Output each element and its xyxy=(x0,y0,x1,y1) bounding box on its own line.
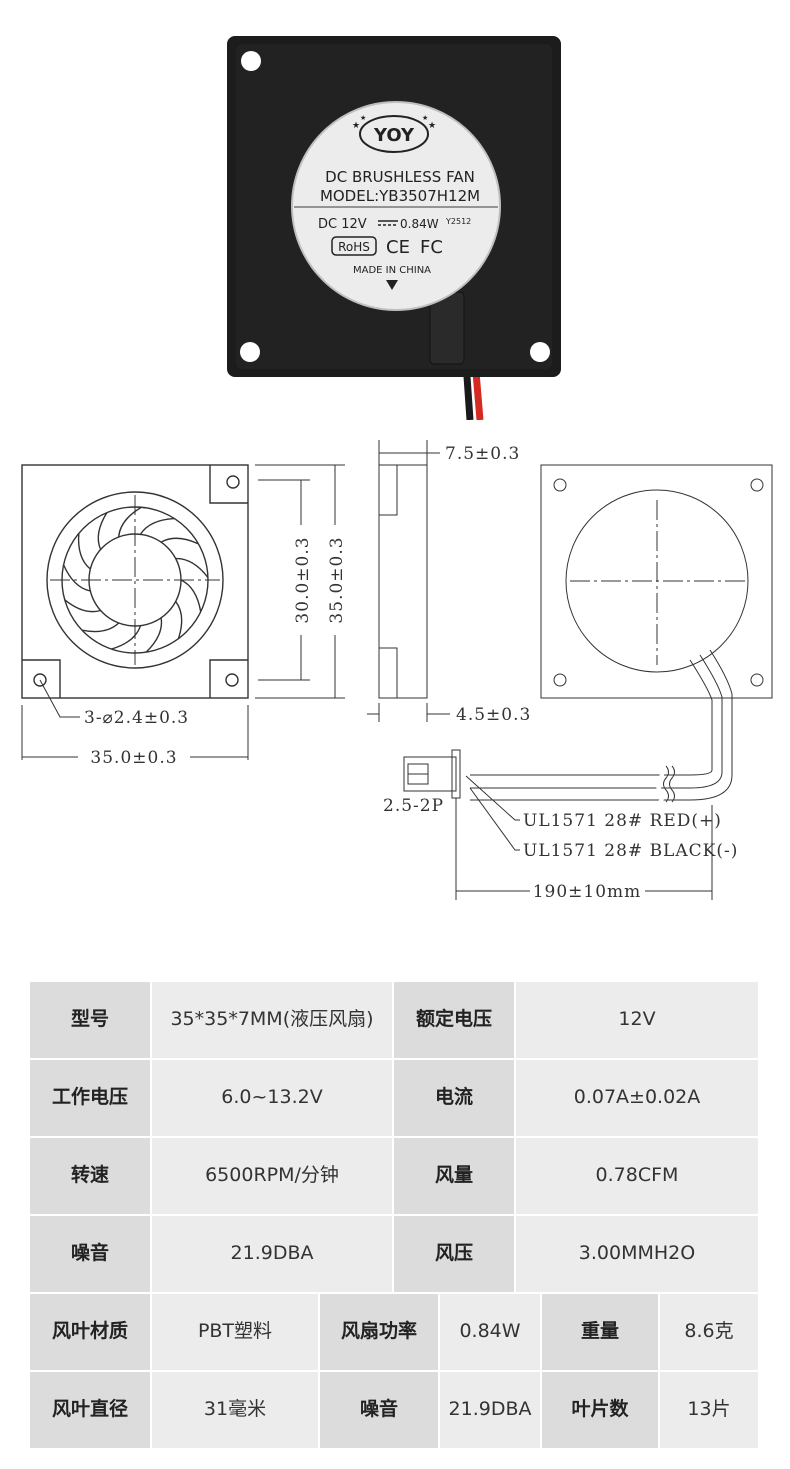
mounting-hole xyxy=(240,342,260,362)
fan-blade xyxy=(160,537,199,545)
spec-value: 21.9DBA xyxy=(152,1216,392,1292)
fan-blade xyxy=(175,557,209,579)
label-power: 0.84W xyxy=(400,217,439,231)
spec-row: 转速 6500RPM/分钟 风量 0.78CFM xyxy=(30,1138,758,1214)
svg-text:★: ★ xyxy=(352,121,360,131)
spec-value: 0.84W xyxy=(440,1294,540,1370)
fan-blade xyxy=(111,625,142,650)
fan-blade xyxy=(175,600,183,639)
spec-value: 6.0~13.2V xyxy=(152,1060,392,1136)
rohs-mark: RoHS xyxy=(338,240,370,254)
side-view-outline xyxy=(378,464,428,699)
airflow-arrow-icon xyxy=(386,280,398,290)
fan-blade xyxy=(62,564,91,592)
connector-label: 2.5-2P xyxy=(383,796,444,816)
fan-blade xyxy=(77,533,91,570)
ce-mark: CE xyxy=(386,237,410,258)
spec-label: 噪音 xyxy=(320,1372,438,1448)
spec-value: 0.78CFM xyxy=(516,1138,758,1214)
spec-value-line: (液压风扇) xyxy=(282,1008,374,1031)
fan-blade xyxy=(97,512,108,550)
connector-outline xyxy=(403,756,457,792)
svg-text:★: ★ xyxy=(422,114,428,122)
spec-value: 21.9DBA xyxy=(440,1372,540,1448)
spec-label: 风量 xyxy=(394,1138,514,1214)
label-line3: DC 12V xyxy=(318,217,367,232)
brand-logo-text: YOY xyxy=(373,125,415,146)
svg-text:★: ★ xyxy=(360,114,366,122)
back-view-outline xyxy=(540,464,773,699)
spec-label: 叶片数 xyxy=(542,1372,658,1448)
dim-thickness: 7.5±0.3 xyxy=(445,444,520,464)
fan-blade xyxy=(118,506,142,538)
black-wire-label: UL1571 28# BLACK(-) xyxy=(523,841,738,861)
spec-label: 额定电压 xyxy=(394,982,514,1058)
spec-table: 型号 35*35*7MM (液压风扇) 额定电压 12V 工作电压 6.0~13… xyxy=(30,982,758,1450)
spec-label: 转速 xyxy=(30,1138,150,1214)
mounting-hole xyxy=(241,51,261,71)
spec-value: 3.00MMH2O xyxy=(516,1216,758,1292)
svg-text:★: ★ xyxy=(428,121,436,131)
brand-logo-icon xyxy=(359,115,429,153)
spec-label: 重量 xyxy=(542,1294,658,1370)
red-wire-label: UL1571 28# RED(+) xyxy=(523,811,722,831)
spec-row: 型号 35*35*7MM (液压风扇) 额定电压 12V xyxy=(30,982,758,1058)
spec-row: 风叶直径 31毫米 噪音 21.9DBA 叶片数 13片 xyxy=(30,1372,758,1448)
dim-holes: 3-⌀2.4±0.3 xyxy=(84,708,189,728)
spec-value: 6500RPM/分钟 xyxy=(152,1138,392,1214)
spec-value: PBT塑料 xyxy=(152,1294,318,1370)
spec-label: 噪音 xyxy=(30,1216,150,1292)
spec-value: 8.6克 xyxy=(660,1294,758,1370)
spec-label: 型号 xyxy=(30,982,150,1058)
spec-value: 0.07A±0.02A xyxy=(516,1060,758,1136)
spec-row: 工作电压 6.0~13.2V 电流 0.07A±0.02A xyxy=(30,1060,758,1136)
dim-depth: 4.5±0.3 xyxy=(456,705,531,725)
spec-row: 风叶材质 PBT塑料 风扇功率 0.84W 重量 8.6克 xyxy=(30,1294,758,1370)
cable-length: 190±10mm xyxy=(533,882,642,902)
label-code: Y2512 xyxy=(445,217,471,226)
mounting-hole xyxy=(530,342,550,362)
spec-value: 31毫米 xyxy=(152,1372,318,1448)
spec-label: 风叶直径 xyxy=(30,1372,150,1448)
dim-height: 35.0±0.3 xyxy=(327,536,347,623)
spec-label: 风压 xyxy=(394,1216,514,1292)
fan-product-photo: YOY ★ ★ ★ ★ DC BRUSHLESS FAN MODEL:YB350… xyxy=(227,36,561,420)
spec-value: 12V xyxy=(516,982,758,1058)
front-view-outline xyxy=(21,464,249,699)
fan-blade xyxy=(145,617,163,653)
spec-label: 工作电压 xyxy=(30,1060,150,1136)
spec-row: 噪音 21.9DBA 风压 3.00MMH2O xyxy=(30,1216,758,1292)
fc-mark: FC xyxy=(420,237,443,258)
spec-label: 风扇功率 xyxy=(320,1294,438,1370)
label-line2: MODEL:YB3507H12M xyxy=(320,187,480,205)
fan-blade xyxy=(180,579,202,612)
spec-value: 35*35*7MM (液压风扇) xyxy=(152,982,392,1058)
label-line1: DC BRUSHLESS FAN xyxy=(325,168,475,186)
dim-width: 35.0±0.3 xyxy=(90,748,177,768)
made-in-text: MADE IN CHINA xyxy=(353,265,431,276)
spec-label: 电流 xyxy=(394,1060,514,1136)
dim-hole-span: 30.0±0.3 xyxy=(293,536,313,623)
fan-blade xyxy=(139,517,175,535)
spec-value-line: 35*35*7MM xyxy=(170,1008,283,1031)
spec-value: 13片 xyxy=(660,1372,758,1448)
spec-label: 风叶材质 xyxy=(30,1294,150,1370)
fan-label xyxy=(291,101,501,311)
fan-blade xyxy=(81,622,120,633)
fan-blade xyxy=(64,599,101,613)
